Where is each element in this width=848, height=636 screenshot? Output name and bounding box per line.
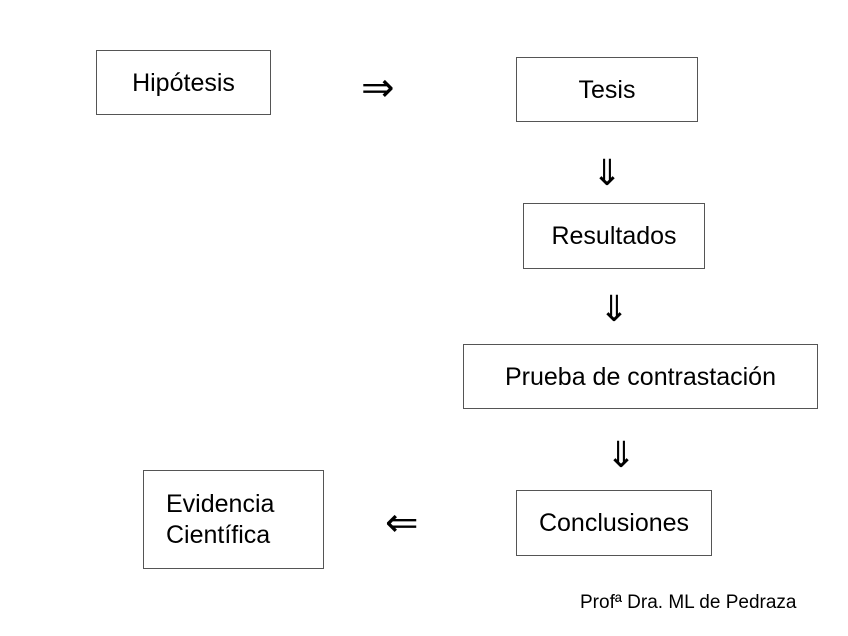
arrow-right-hipotesis-tesis: ⇒: [361, 65, 395, 111]
arrow-down-tesis-resultados: ⇓: [592, 153, 623, 194]
arrow-down-resultados-prueba: ⇓: [599, 289, 630, 330]
author-credit: Profª Dra. ML de Pedraza: [580, 592, 797, 613]
node-resultados: Resultados: [523, 203, 705, 269]
arrow-left-conclusiones-evidencia: ⇐: [385, 500, 419, 546]
arrow-down-prueba-conclusiones: ⇓: [606, 435, 637, 476]
node-tesis: Tesis: [516, 57, 698, 122]
node-prueba-label: Prueba de contrastación: [504, 362, 776, 391]
node-conclusiones: Conclusiones: [516, 490, 712, 556]
node-hipotesis: Hipótesis: [96, 50, 271, 115]
node-evidencia-cientifica: Evidencia Científica: [143, 470, 324, 569]
node-evidencia-label-line1: Evidencia: [166, 489, 275, 518]
node-hipotesis-label: Hipótesis: [132, 68, 235, 97]
node-tesis-label: Tesis: [578, 75, 636, 104]
node-prueba-contrastacion: Prueba de contrastación: [463, 344, 818, 409]
node-evidencia-label-line2: Científica: [166, 520, 271, 549]
node-conclusiones-label: Conclusiones: [538, 509, 690, 537]
node-resultados-label: Resultados: [551, 222, 677, 250]
